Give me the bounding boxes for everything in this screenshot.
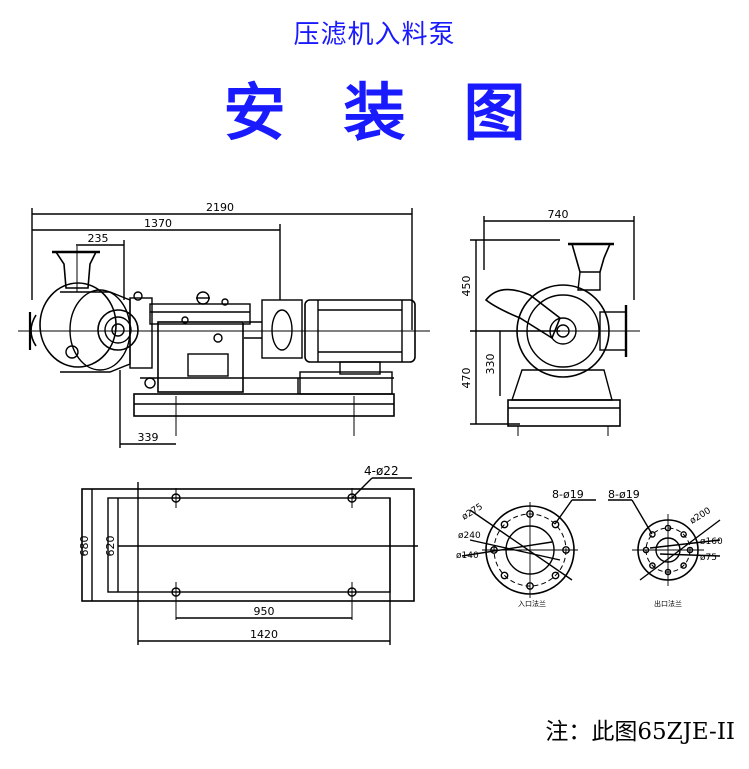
- end-view: 740 450 470 330: [460, 208, 640, 436]
- drawing-title: 安装图: [223, 76, 584, 149]
- side-view: 2190 1370 235: [18, 201, 430, 448]
- base-plan: 4-ø22 680 620 950 1420: [78, 464, 418, 645]
- bolt-hole-label: 4-ø22: [364, 464, 399, 478]
- outlet-d-outer: ø200: [688, 506, 713, 527]
- inlet-caption: 入口法兰: [518, 599, 546, 608]
- drawing-subtitle: 压滤机入料泵: [293, 20, 456, 50]
- dim-1420: 1420: [250, 628, 278, 641]
- dim-680: 680: [78, 536, 91, 557]
- dim-950: 950: [254, 605, 275, 618]
- inlet-d-bore: ø140: [456, 551, 479, 561]
- outlet-d-pcd: ø160: [700, 537, 723, 547]
- inlet-bolts-label: 8-ø19: [552, 488, 584, 501]
- outlet-caption: 出口法兰: [654, 599, 682, 608]
- outlet-bolts-label: 8-ø19: [608, 488, 640, 501]
- dim-1370: 1370: [144, 217, 172, 230]
- dim-330: 330: [484, 354, 497, 375]
- dim-339: 339: [138, 431, 159, 444]
- outlet-d-bore: ø75: [700, 553, 717, 563]
- inlet-d-outer: ø275: [460, 502, 485, 523]
- outlet-flange: 8-ø19 ø200 ø160 ø75 出口法兰: [608, 488, 723, 608]
- footer-note: 注：此图65ZJE-II: [545, 719, 735, 745]
- dim-235: 235: [88, 232, 109, 245]
- dim-450: 450: [460, 276, 473, 297]
- inlet-d-pcd: ø240: [458, 531, 481, 541]
- dim-740: 740: [548, 208, 569, 221]
- dim-2190: 2190: [206, 201, 234, 214]
- dim-470: 470: [460, 368, 473, 389]
- inlet-flange: 8-ø19 ø275 ø240 ø140 入口法兰: [456, 488, 596, 608]
- dim-620: 620: [104, 536, 117, 557]
